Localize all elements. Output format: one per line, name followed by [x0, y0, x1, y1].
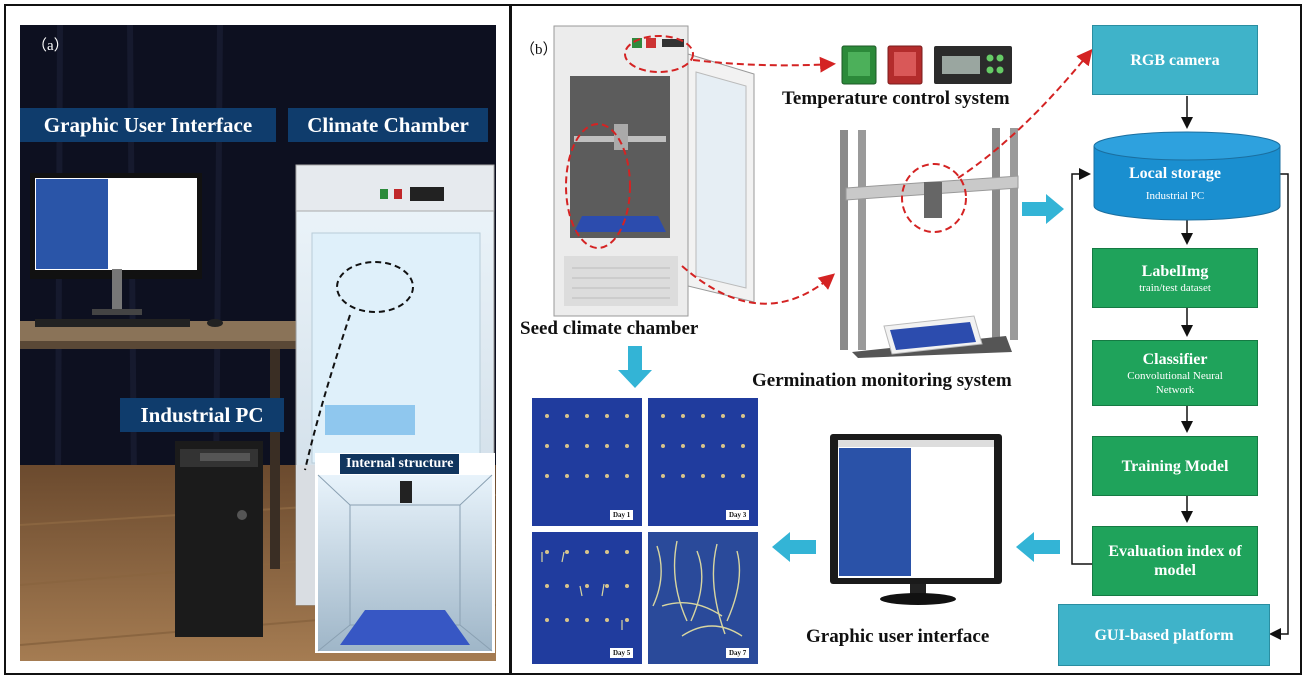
day-7-label: Day 7: [726, 648, 750, 658]
classifier-box: Classifier Convolutional Neural Network: [1092, 340, 1258, 406]
panel-b-frame: [510, 4, 1302, 675]
evaluation-text: Evaluation index of model: [1108, 543, 1242, 579]
labelimg-box: LabelImg train/test dataset: [1092, 248, 1258, 308]
gui-platform-box: GUI-based platform: [1058, 604, 1270, 666]
local-storage-box: Local storage Industrial PC: [1094, 152, 1256, 214]
gui-photo-label: Graphic User Interface: [20, 108, 276, 142]
panel-a-label: （a）: [32, 38, 69, 54]
training-model-box: Training Model: [1092, 436, 1258, 496]
chamber-photo-label: Climate Chamber: [288, 108, 488, 142]
day-5-label: Day 5: [610, 648, 634, 658]
day-3-label: Day 3: [726, 510, 750, 520]
gui-caption: Graphic user interface: [806, 626, 990, 647]
seed-chamber-caption: Seed climate chamber: [520, 318, 699, 339]
classifier-title: Classifier: [1142, 350, 1208, 368]
panel-b-label: （b）: [520, 42, 558, 58]
internal-structure-label: Internal structure: [340, 454, 460, 474]
local-storage-sub: Industrial PC: [1145, 189, 1205, 202]
germination-system-caption: Germination monitoring system: [752, 370, 1012, 391]
evaluation-box: Evaluation index of model: [1092, 526, 1258, 596]
rgb-camera-box: RGB camera: [1092, 25, 1258, 95]
gui-platform-text: GUI-based platform: [1094, 626, 1234, 644]
panel-b-illustrations: [532, 25, 1289, 664]
day-1-label: Day 1: [610, 510, 634, 520]
rgb-camera-text: RGB camera: [1130, 51, 1220, 69]
classifier-sub: Convolutional Neural Network: [1127, 369, 1223, 396]
labelimg-sub: train/test dataset: [1139, 281, 1211, 294]
training-model-text: Training Model: [1121, 457, 1229, 475]
labelimg-title: LabelImg: [1141, 262, 1209, 280]
pc-photo-label: Industrial PC: [120, 398, 284, 432]
local-storage-title: Local storage: [1129, 164, 1221, 182]
temperature-control-caption: Temperature control system: [782, 88, 1010, 109]
